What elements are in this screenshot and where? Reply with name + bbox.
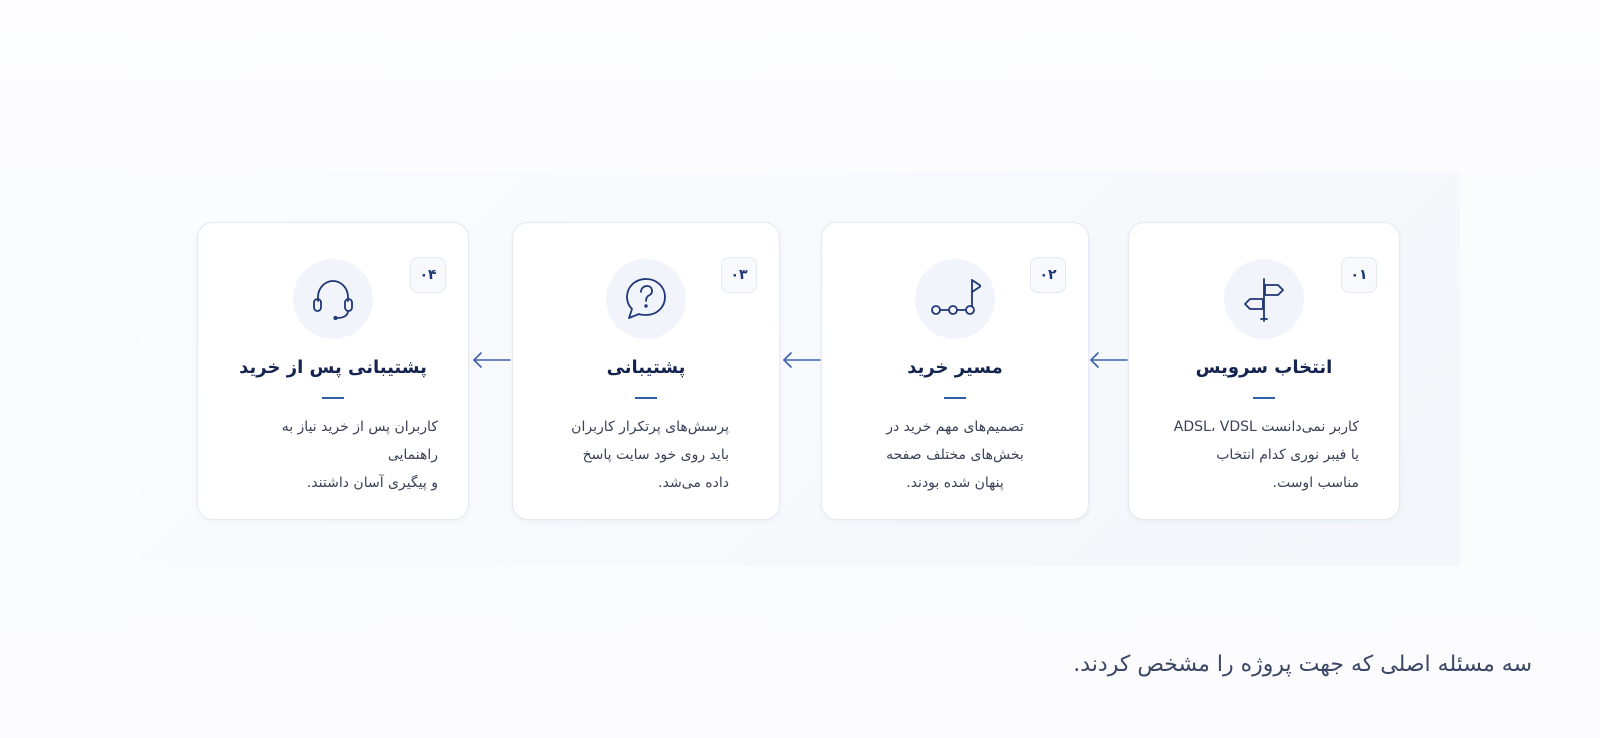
route-flag-icon [915, 259, 995, 339]
description-line: تصمیم‌های مهم خرید در [886, 419, 1024, 435]
step-description: کاربران پس از خرید نیاز به راهنمایی و پی… [228, 413, 438, 497]
title-divider [944, 397, 966, 399]
description-line: مناسب اوست. [1272, 475, 1360, 491]
title-divider [635, 397, 657, 399]
signpost-icon [1224, 259, 1304, 339]
description-line: داده می‌شد. [658, 475, 729, 491]
step-title: انتخاب سرویس [1195, 357, 1333, 378]
step-number-badge: ۰۲ [1030, 257, 1066, 293]
step-card-1: ۰۱ انتخاب سرویس کاربر نمی‌دانست ADSL، VD… [1128, 222, 1400, 520]
headset-icon [293, 259, 373, 339]
step-description: تصمیم‌های مهم خرید در بخش‌های مختلف صفحه… [852, 413, 1058, 497]
step-description: پرسش‌های پرتکرار کاربران باید روی خود سا… [553, 413, 729, 497]
arrow-left-icon [473, 352, 511, 368]
step-description: کاربر نمی‌دانست ADSL، VDSL یا فیبر نوری … [1169, 413, 1359, 497]
description-line: و پیگیری آسان داشتند. [306, 475, 438, 491]
step-title: پشتیبانی [606, 357, 686, 378]
description-line: کاربر نمی‌دانست ADSL، VDSL [1173, 419, 1359, 435]
arrow-left-icon [1090, 352, 1128, 368]
description-line: بخش‌های مختلف صفحه [886, 447, 1024, 463]
arrow-left-icon [783, 352, 821, 368]
step-card-4: ۰۴ پشتیبانی پس از خرید کاربران پس از خری… [197, 222, 469, 520]
description-line: پرسش‌های پرتکرار کاربران [571, 419, 729, 435]
description-line: یا فیبر نوری کدام انتخاب [1216, 447, 1359, 463]
title-divider [322, 397, 344, 399]
step-number-badge: ۰۳ [721, 257, 757, 293]
description-line: پنهان شده بودند. [906, 475, 1004, 491]
step-number-badge: ۰۴ [410, 257, 446, 293]
description-line: باید روی خود سایت پاسخ [582, 447, 729, 463]
step-title: پشتیبانی پس از خرید [239, 357, 427, 378]
description-line: کاربران پس از خرید نیاز به راهنمایی [281, 419, 438, 463]
question-chat-icon [606, 259, 686, 339]
step-card-2: ۰۲ مسیر خرید تصمیم‌های مهم خرید در بخش‌ه… [821, 222, 1089, 520]
step-title: مسیر خرید [907, 357, 1003, 378]
caption-text: سه مسئله اصلی که جهت پروژه را مشخص کردند… [1073, 652, 1532, 677]
step-card-3: ۰۳ پشتیبانی پرسش‌های پرتکرار کاربران بای… [512, 222, 780, 520]
step-number-badge: ۰۱ [1341, 257, 1377, 293]
title-divider [1253, 397, 1275, 399]
